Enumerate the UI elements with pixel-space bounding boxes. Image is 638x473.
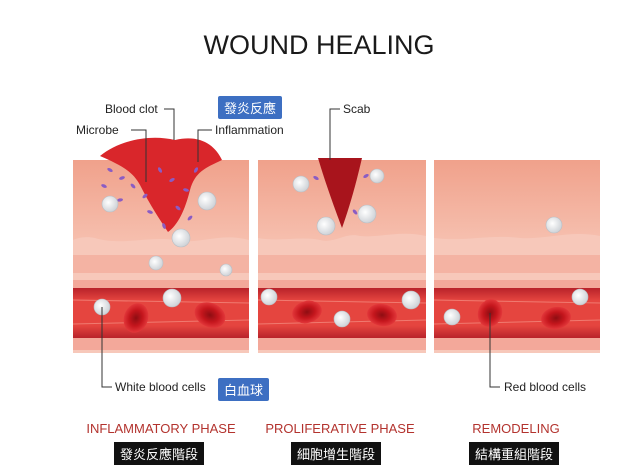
leader-white-blood-cells — [101, 307, 112, 388]
label-white-blood-cells: White blood cells — [115, 380, 206, 394]
scab-shape — [318, 158, 362, 228]
phase-inflammatory-label-zh: 發炎反應階段 — [114, 442, 205, 465]
phase-proliferative-label-zh: 細胞增生階段 — [291, 442, 382, 465]
phase-inflammatory-label: INFLAMMATORY PHASE — [86, 421, 236, 436]
blood-clot-shape — [100, 137, 222, 232]
panel-remodeling — [433, 160, 601, 353]
leader-microbe — [131, 129, 147, 182]
leader-inflammation — [197, 129, 212, 162]
leader-red-blood-cells — [489, 313, 500, 388]
label-inflammation: Inflammation — [215, 123, 284, 137]
label-microbe: Microbe — [76, 123, 119, 137]
label-scab: Scab — [343, 102, 371, 116]
label-inflammation-zh: 發炎反應 — [218, 96, 283, 119]
phase-remodeling-label-zh: 結構重組階段 — [469, 442, 560, 465]
panel-inflammatory — [72, 137, 250, 353]
label-red-blood-cells: Red blood cells — [504, 380, 587, 394]
phase-remodeling-label: REMODELING — [472, 421, 560, 436]
phase-proliferative-label: PROLIFERATIVE PHASE — [265, 421, 415, 436]
leader-blood-clot — [164, 108, 175, 140]
label-white-blood-cells-zh: 白血球 — [218, 378, 270, 401]
page-title: WOUND HEALING — [203, 30, 435, 60]
label-blood-clot: Blood clot — [105, 102, 158, 116]
leader-scab — [329, 108, 340, 160]
panel-proliferative — [257, 158, 427, 353]
